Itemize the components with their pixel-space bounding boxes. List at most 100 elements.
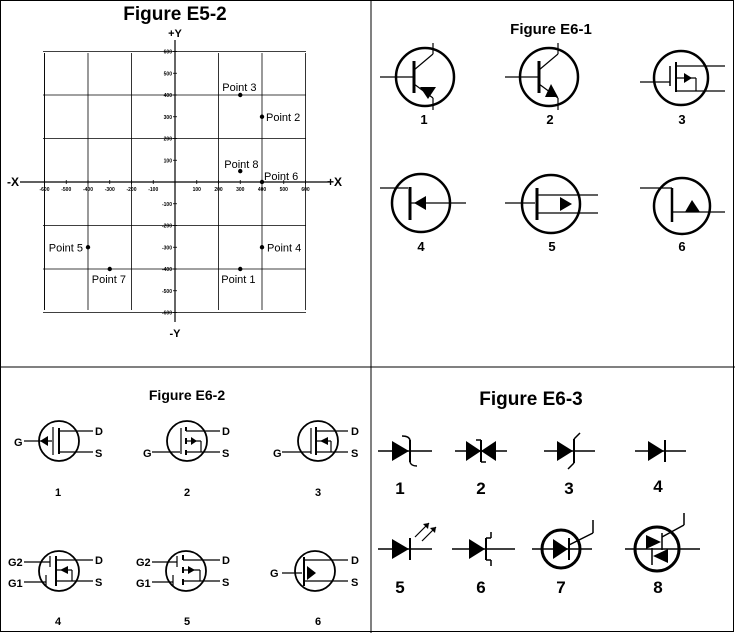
point-marker xyxy=(259,114,265,119)
point-marker xyxy=(107,266,112,272)
pin-g-2: G xyxy=(143,448,152,460)
x-tick-label: 100 xyxy=(193,187,202,193)
bjt-symbol-2 xyxy=(505,43,580,110)
panel-e6-3: Figure E6-3 xyxy=(378,389,700,597)
pin-s-4: S xyxy=(95,577,102,589)
pin-d-3: D xyxy=(351,426,359,438)
e6-2-label-6: 6 xyxy=(315,616,321,628)
circled-diode-symbol-7 xyxy=(532,520,594,570)
x-tick-label: -600 xyxy=(39,187,49,193)
e6-3-label-7: 7 xyxy=(556,578,565,597)
fet-symbol-3 xyxy=(282,420,348,462)
jfet-symbol-5 xyxy=(505,173,598,235)
pin-d-1: D xyxy=(95,426,103,438)
e6-1-label-2: 2 xyxy=(546,112,553,127)
e6-3-label-5: 5 xyxy=(395,578,404,597)
panel-e5-2: Figure E5-2 +Y -Y +X -X -600-500-400-300… xyxy=(7,4,342,340)
pin-d-6: D xyxy=(351,555,359,567)
point-label: Point 4 xyxy=(267,242,301,254)
y-tick-label: -600 xyxy=(162,311,172,317)
point-label: Point 5 xyxy=(49,242,83,254)
point-marker xyxy=(85,245,91,250)
fet-symbol-1 xyxy=(24,420,93,462)
x-tick-label: 200 xyxy=(214,187,223,193)
point-marker xyxy=(238,266,243,272)
e6-3-label-4: 4 xyxy=(653,477,663,496)
point-marker xyxy=(259,179,265,185)
y-tick-label: 300 xyxy=(164,115,173,121)
plotted-points: Point 1 Point 2 Point 3 Point 4 Point 5 Point… xyxy=(49,82,302,286)
figure-e6-3-title: Figure E6-3 xyxy=(479,389,582,410)
jfet-symbol-4 xyxy=(380,172,466,234)
e6-3-label-8: 8 xyxy=(653,578,662,597)
y-tick-label: -400 xyxy=(162,267,172,273)
e6-1-label-4: 4 xyxy=(417,239,425,254)
e6-2-label-5: 5 xyxy=(184,616,190,628)
pin-g-1: G xyxy=(14,437,23,449)
pin-s-6: S xyxy=(351,577,358,589)
pin-g2-4: G2 xyxy=(8,557,23,569)
pin-d-2: D xyxy=(222,426,230,438)
axis-label-minus-x: -X xyxy=(7,175,19,189)
x-tick-label: -500 xyxy=(61,187,71,193)
y-tick-label: -300 xyxy=(162,245,172,251)
fet-symbol-6 xyxy=(282,550,348,592)
e6-3-label-6: 6 xyxy=(476,578,485,597)
scr-symbol-6 xyxy=(452,532,515,566)
led-symbol-5 xyxy=(378,522,437,560)
e6-3-label-3: 3 xyxy=(564,479,573,498)
e6-1-label-3: 3 xyxy=(678,112,685,127)
dual-gate-fet-symbol-4 xyxy=(24,550,93,592)
point-marker xyxy=(259,245,265,250)
bjt-symbol-1 xyxy=(380,43,456,110)
pin-s-1: S xyxy=(95,448,102,460)
pin-d-4: D xyxy=(95,555,103,567)
point-label: Point 1 xyxy=(221,274,255,286)
diode-symbol-3 xyxy=(544,432,595,470)
point-label: Point 2 xyxy=(266,112,300,124)
x-tick-label: 500 xyxy=(280,187,289,193)
dual-gate-fet-symbol-5 xyxy=(152,550,220,592)
y-tick-label: 500 xyxy=(164,71,173,77)
point-label: Point 8 xyxy=(224,159,258,171)
axis-label-plus-y: +Y xyxy=(168,28,182,40)
point-marker xyxy=(238,92,243,98)
x-tick-label: 600 xyxy=(301,187,310,193)
e6-1-label-6: 6 xyxy=(678,239,685,254)
panel-e6-2: Figure E6-2 xyxy=(8,387,359,628)
point-label: Point 3 xyxy=(222,82,256,94)
diode-symbol-1 xyxy=(378,435,432,467)
panel-e6-1: Figure E6-1 xyxy=(380,21,725,254)
figure-e5-2-title: Figure E5-2 xyxy=(123,4,226,25)
point-label: Point 7 xyxy=(92,274,126,286)
pin-g1-5: G1 xyxy=(136,578,151,590)
pin-s-2: S xyxy=(222,448,229,460)
e6-2-label-1: 1 xyxy=(55,487,61,499)
x-tick-label: 400 xyxy=(258,187,267,193)
x-tick-label: 300 xyxy=(236,187,245,193)
y-tick-label: 600 xyxy=(164,50,173,56)
pin-g-6: G xyxy=(270,568,279,580)
e6-1-label-5: 5 xyxy=(548,239,555,254)
y-tick-label: 200 xyxy=(164,137,173,143)
pin-d-5: D xyxy=(222,555,230,567)
mosfet-symbol-3 xyxy=(640,49,725,107)
pin-s-3: S xyxy=(351,448,358,460)
y-tick-label: -500 xyxy=(162,289,172,295)
coordinate-grid xyxy=(20,40,330,322)
point-marker xyxy=(238,168,243,174)
pin-g2-5: G2 xyxy=(136,557,151,569)
pin-g-3: G xyxy=(273,448,282,460)
y-tick-label: -100 xyxy=(162,202,172,208)
pin-g1-4: G1 xyxy=(8,578,23,590)
circled-diac-symbol-8 xyxy=(625,513,700,573)
e6-2-label-4: 4 xyxy=(55,616,62,628)
e6-1-label-1: 1 xyxy=(420,112,427,127)
axis-label-plus-x: +X xyxy=(327,175,342,189)
diode-symbol-4 xyxy=(635,440,686,462)
y-tick-label: 400 xyxy=(164,93,173,99)
